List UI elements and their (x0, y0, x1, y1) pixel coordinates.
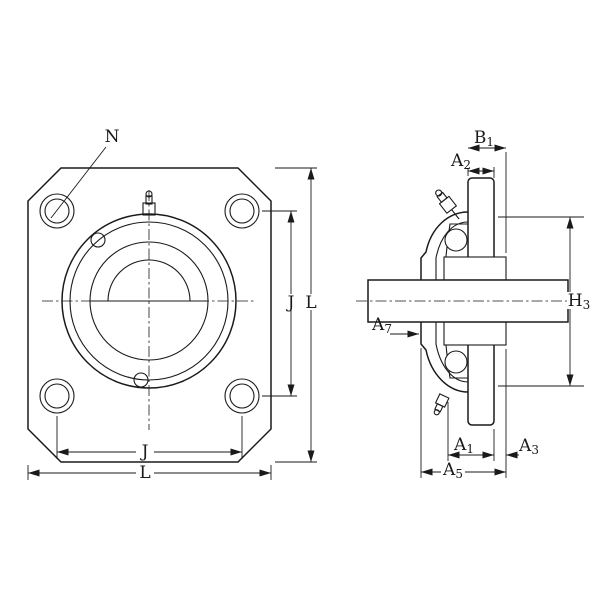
dim-label-a5: A5 (442, 460, 463, 481)
bolt-hole-bottom-left (39, 378, 75, 414)
cast-lug (90, 232, 106, 248)
dimension-a7: A7 (371, 315, 419, 338)
dim-label-j-right: J (286, 293, 295, 313)
bearing-housing-front (61, 213, 237, 389)
dim-label-l-right: L (305, 293, 316, 313)
dimension-j-bottom: J (56, 416, 243, 462)
dim-label-a7: A7 (371, 315, 392, 336)
dimension-a3: A3 (505, 349, 539, 478)
dimension-l-right: L (275, 167, 319, 463)
ball-bottom (444, 350, 468, 374)
dim-label-a1: A1 (453, 435, 474, 456)
dim-label-n: N (105, 127, 120, 147)
dim-label-a3: A3 (518, 436, 539, 457)
dim-label-j-bottom: J (140, 442, 149, 462)
dimension-j-right: J (262, 210, 299, 397)
dimension-b1: B1 (467, 128, 507, 253)
bolt-hole-top-left (39, 193, 75, 229)
dim-label-b1: B1 (474, 128, 494, 149)
bolt-hole-bottom-right (224, 378, 260, 414)
ball-top (444, 228, 468, 252)
dimension-a2: A2 (450, 151, 495, 178)
dim-label-h3: H3 (568, 291, 590, 312)
dimension-a1: A1 (447, 402, 495, 461)
grease-fitting-side-icon (435, 189, 460, 220)
dimension-a5: A5 (420, 348, 506, 481)
dimension-l-bottom: L (27, 463, 272, 483)
cast-lug (133, 372, 149, 388)
side-view: B1 A2 H3 A7 A1 A3 (356, 128, 592, 481)
front-view: N J L J L (27, 127, 319, 483)
inner-ring-top (443, 256, 507, 281)
dim-label-l-bottom: L (139, 463, 150, 483)
bolt-hole-top-right (224, 193, 260, 229)
grease-fitting-icon (142, 190, 156, 216)
dim-label-a2: A2 (450, 151, 471, 172)
inner-ring-bottom (443, 321, 507, 346)
dimension-h3: H3 (498, 216, 592, 387)
set-screw-icon (433, 393, 450, 416)
flange-outline (27, 167, 272, 463)
dimension-n: N (50, 127, 120, 219)
